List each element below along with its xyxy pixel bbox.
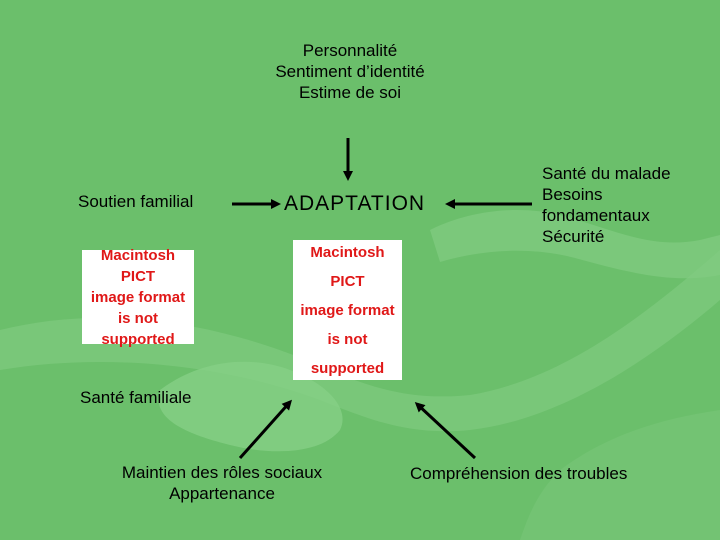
arrow-bottom-right-up bbox=[417, 404, 475, 458]
arrow-bottom-left-up bbox=[240, 402, 290, 458]
